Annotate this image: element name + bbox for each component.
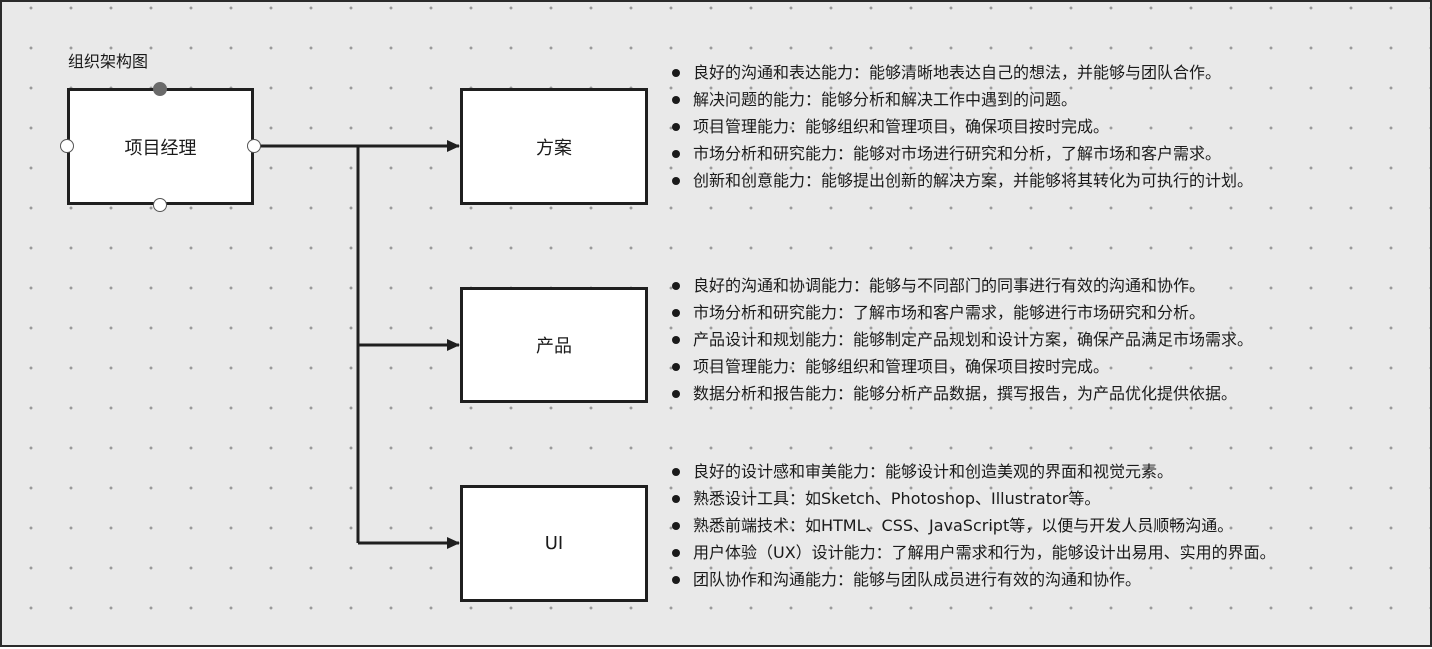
skills-list-ui[interactable]: 良好的设计感和审美能力：能够设计和创造美观的界面和视觉元素。 熟悉设计工具：如S…: [668, 458, 1358, 593]
node-project-manager[interactable]: 项目经理: [67, 88, 254, 205]
list-item: 良好的沟通和协调能力：能够与不同部门的同事进行有效的沟通和协作。: [668, 272, 1388, 299]
node-label: UI: [544, 533, 564, 554]
node-chanpin[interactable]: 产品: [460, 287, 648, 403]
skills-list-fangan[interactable]: 良好的沟通和表达能力：能够清晰地表达自己的想法，并能够与团队合作。 解决问题的能…: [668, 59, 1388, 194]
list-item: 良好的沟通和表达能力：能够清晰地表达自己的想法，并能够与团队合作。: [668, 59, 1388, 86]
diagram-title: 组织架构图: [68, 52, 149, 71]
node-label: 项目经理: [124, 137, 197, 159]
list-item: 熟悉前端技术：如HTML、CSS、JavaScript等，以便与开发人员顺畅沟通…: [668, 512, 1358, 539]
node-fangan[interactable]: 方案: [460, 88, 648, 205]
list-item: 市场分析和研究能力：能够对市场进行研究和分析，了解市场和客户需求。: [668, 140, 1388, 167]
node-label: 方案: [536, 137, 572, 159]
list-item: 创新和创意能力：能够提出创新的解决方案，并能够将其转化为可执行的计划。: [668, 167, 1388, 194]
list-item: 解决问题的能力：能够分析和解决工作中遇到的问题。: [668, 86, 1388, 113]
node-ui[interactable]: UI: [460, 485, 648, 602]
list-item: 良好的设计感和审美能力：能够设计和创造美观的界面和视觉元素。: [668, 458, 1358, 485]
list-item: 市场分析和研究能力：了解市场和客户需求，能够进行市场研究和分析。: [668, 299, 1388, 326]
connection-handle-right[interactable]: [247, 139, 261, 153]
list-item: 产品设计和规划能力：能够制定产品规划和设计方案，确保产品满足市场需求。: [668, 326, 1388, 353]
connection-handle-bottom[interactable]: [153, 198, 167, 212]
list-item: 用户体验（UX）设计能力：了解用户需求和行为，能够设计出易用、实用的界面。: [668, 539, 1358, 566]
list-item: 项目管理能力：能够组织和管理项目，确保项目按时完成。: [668, 113, 1388, 140]
list-item: 熟悉设计工具：如Sketch、Photoshop、Illustrator等。: [668, 485, 1358, 512]
connection-handle-left[interactable]: [60, 139, 74, 153]
list-item: 项目管理能力：能够组织和管理项目，确保项目按时完成。: [668, 353, 1388, 380]
list-item: 数据分析和报告能力：能够分析产品数据，撰写报告，为产品优化提供依据。: [668, 380, 1388, 407]
skills-list-chanpin[interactable]: 良好的沟通和协调能力：能够与不同部门的同事进行有效的沟通和协作。 市场分析和研究…: [668, 272, 1388, 407]
node-label: 产品: [536, 336, 572, 357]
list-item: 团队协作和沟通能力：能够与团队成员进行有效的沟通和协作。: [668, 566, 1358, 593]
connector-trunk: [254, 144, 360, 543]
connection-handle-top[interactable]: [153, 82, 167, 96]
